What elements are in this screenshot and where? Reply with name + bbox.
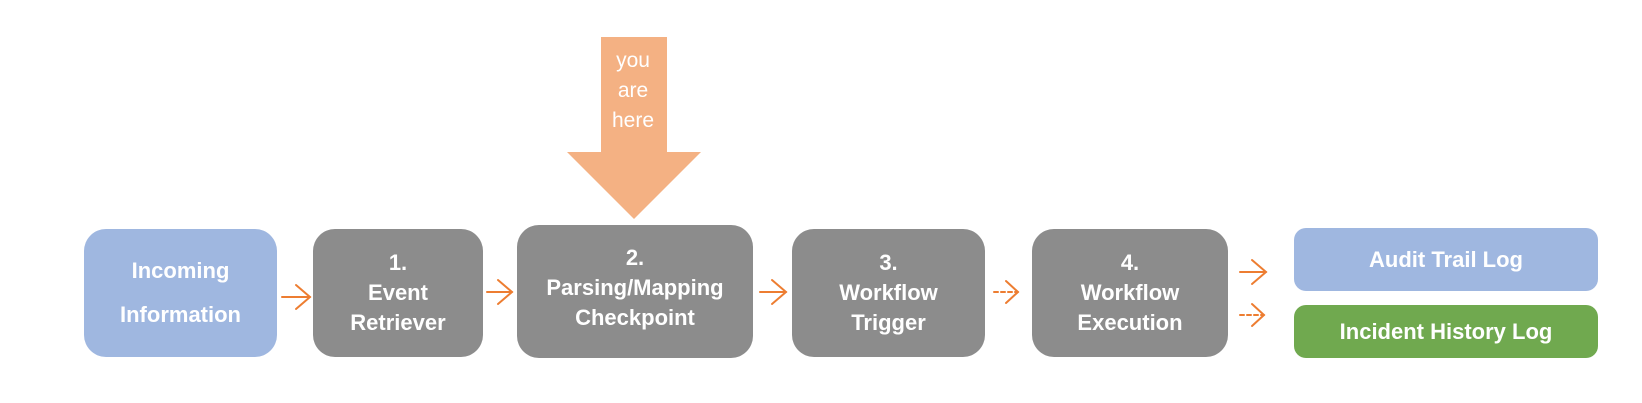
dashed-arrow-s3-to-s4: [993, 280, 1020, 304]
box-line: 3.: [879, 250, 898, 275]
box-line: Parsing/Mapping: [546, 275, 724, 300]
box-line: Workflow: [1080, 280, 1180, 305]
box-line: Checkpoint: [575, 305, 695, 330]
box-line: Information: [120, 302, 241, 327]
audit-trail-log-box: Audit Trail Log: [1294, 228, 1598, 291]
you-are-here-label: you are here: [600, 46, 666, 136]
stage-2-parsing-mapping-box: 2. Parsing/Mapping Checkpoint: [517, 225, 753, 358]
box-line: 2.: [625, 245, 645, 270]
arrow-incoming-to-s1: [281, 284, 312, 310]
you-are-here-line: are: [617, 79, 649, 102]
you-are-here-arrow: [567, 37, 701, 219]
stage-4-workflow-execution-box: 4. Workflow Execution: [1032, 229, 1228, 357]
arrow-s2-to-s3: [759, 279, 788, 305]
box-line: 1.: [388, 250, 408, 275]
stage-3-workflow-trigger-box: 3. Workflow Trigger: [792, 229, 985, 357]
dashed-arrow-s4-to-incident: [1239, 303, 1266, 327]
box-line: Incoming: [131, 258, 230, 283]
box-line: Event: [368, 280, 428, 305]
box-line: Retriever: [350, 310, 446, 335]
incoming-information-box: Incoming Information: [84, 229, 277, 357]
arrow-s1-to-s2: [486, 279, 514, 305]
stage-1-event-retriever-box: 1. Event Retriever: [313, 229, 483, 357]
box-line: Workflow: [839, 280, 938, 305]
box-line: Execution: [1077, 310, 1183, 335]
arrow-s4-to-audit: [1239, 259, 1268, 285]
you-are-here-line: you: [616, 49, 650, 72]
incident-history-log-box: Incident History Log: [1294, 305, 1598, 358]
box-line: 4.: [1120, 250, 1140, 275]
box-line: Trigger: [851, 310, 926, 335]
you-are-here-line: here: [611, 109, 655, 132]
incident-history-log-label: Incident History Log: [1339, 318, 1553, 344]
audit-trail-log-label: Audit Trail Log: [1369, 246, 1523, 272]
